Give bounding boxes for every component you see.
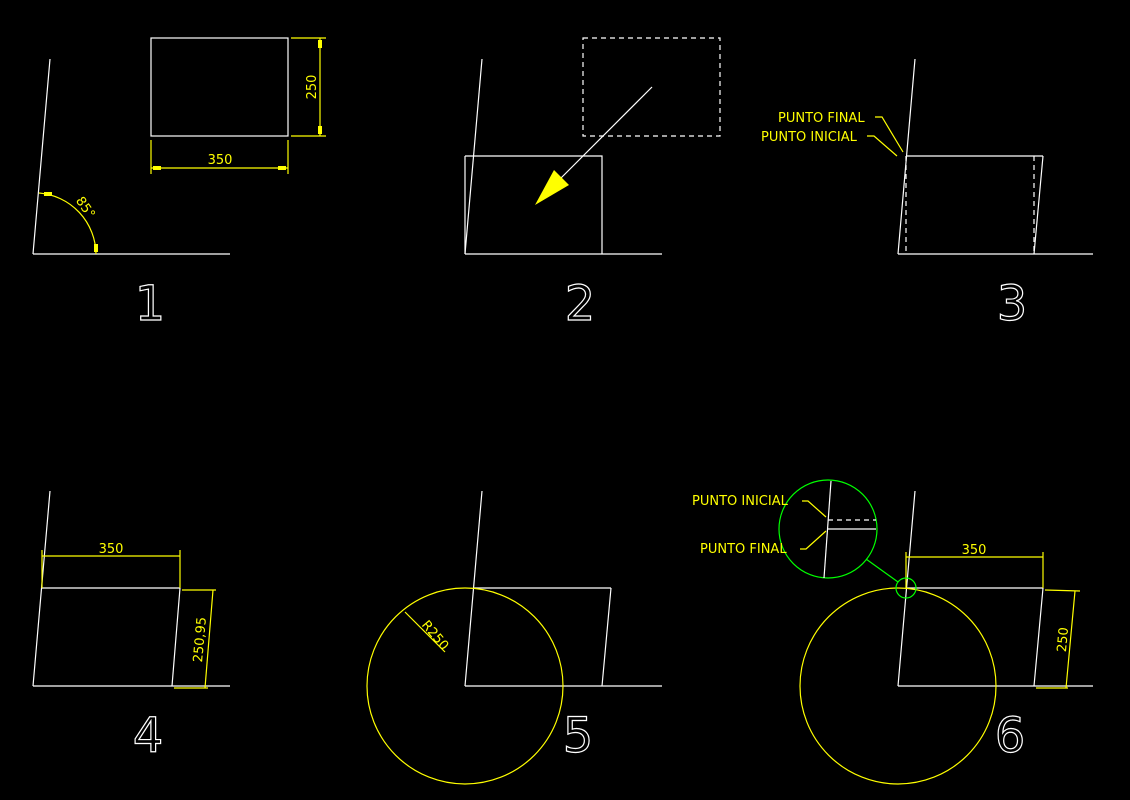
dimension-text-width: 350 <box>99 542 124 557</box>
step-number: 3 <box>997 276 1028 332</box>
detail-leader <box>865 558 899 583</box>
radius-circle <box>366 587 564 785</box>
radius-leader <box>404 611 446 653</box>
step-number: 4 <box>133 708 164 764</box>
leader-initial <box>867 135 898 157</box>
step-1: 350 250 85° 1 <box>32 37 326 333</box>
move-arrow-line <box>559 86 653 180</box>
dimension-text-angle: 85° <box>72 194 98 221</box>
step-number: 1 <box>135 276 166 332</box>
step-number: 6 <box>995 708 1026 764</box>
radius-circle <box>799 587 997 785</box>
dimension-text-width: 350 <box>208 153 233 168</box>
label-punto-inicial: PUNTO INICIAL <box>761 130 858 145</box>
leader-final <box>875 116 904 153</box>
step-6: 350 250 PUNTO INICIAL PUNTO FINAL 6 <box>692 479 1093 785</box>
dimension-text-radius: R250 <box>418 618 451 654</box>
dimension-width: 350 <box>41 542 181 588</box>
dimension-width: 350 <box>905 543 1044 588</box>
dimension-text-width: 350 <box>962 543 987 558</box>
detail-magnifier <box>778 479 878 579</box>
slanted-wall-line <box>32 58 51 255</box>
leader-initial <box>802 500 827 518</box>
step-3: PUNTO FINAL PUNTO INICIAL 3 <box>761 58 1093 333</box>
step-number: 5 <box>563 708 594 764</box>
dimension-height: 250 <box>291 37 326 137</box>
slanted-wall-line <box>32 490 51 687</box>
dimension-height: 250,95 <box>174 589 216 689</box>
step-number: 2 <box>565 276 596 332</box>
label-punto-final: PUNTO FINAL <box>778 111 865 126</box>
step-5: R250 5 <box>366 490 662 785</box>
step-2: 2 <box>464 37 721 333</box>
leader-final <box>800 530 827 550</box>
dimension-text-height: 250,95 <box>191 616 210 663</box>
label-punto-inicial: PUNTO INICIAL <box>692 494 789 509</box>
detail-marker-circle <box>895 577 917 599</box>
label-punto-final: PUNTO FINAL <box>700 542 787 557</box>
arrowhead-icon <box>535 170 569 205</box>
dimension-text-height: 250 <box>1055 627 1072 653</box>
step-4: 350 250,95 4 <box>32 490 230 765</box>
dimension-height: 250 <box>1036 589 1081 689</box>
dimension-text-height: 250 <box>305 75 320 100</box>
dimension-width: 350 <box>150 140 289 174</box>
moved-rectangle <box>465 155 603 254</box>
dimension-angle: 85° <box>38 192 98 255</box>
source-rectangle <box>150 37 289 137</box>
